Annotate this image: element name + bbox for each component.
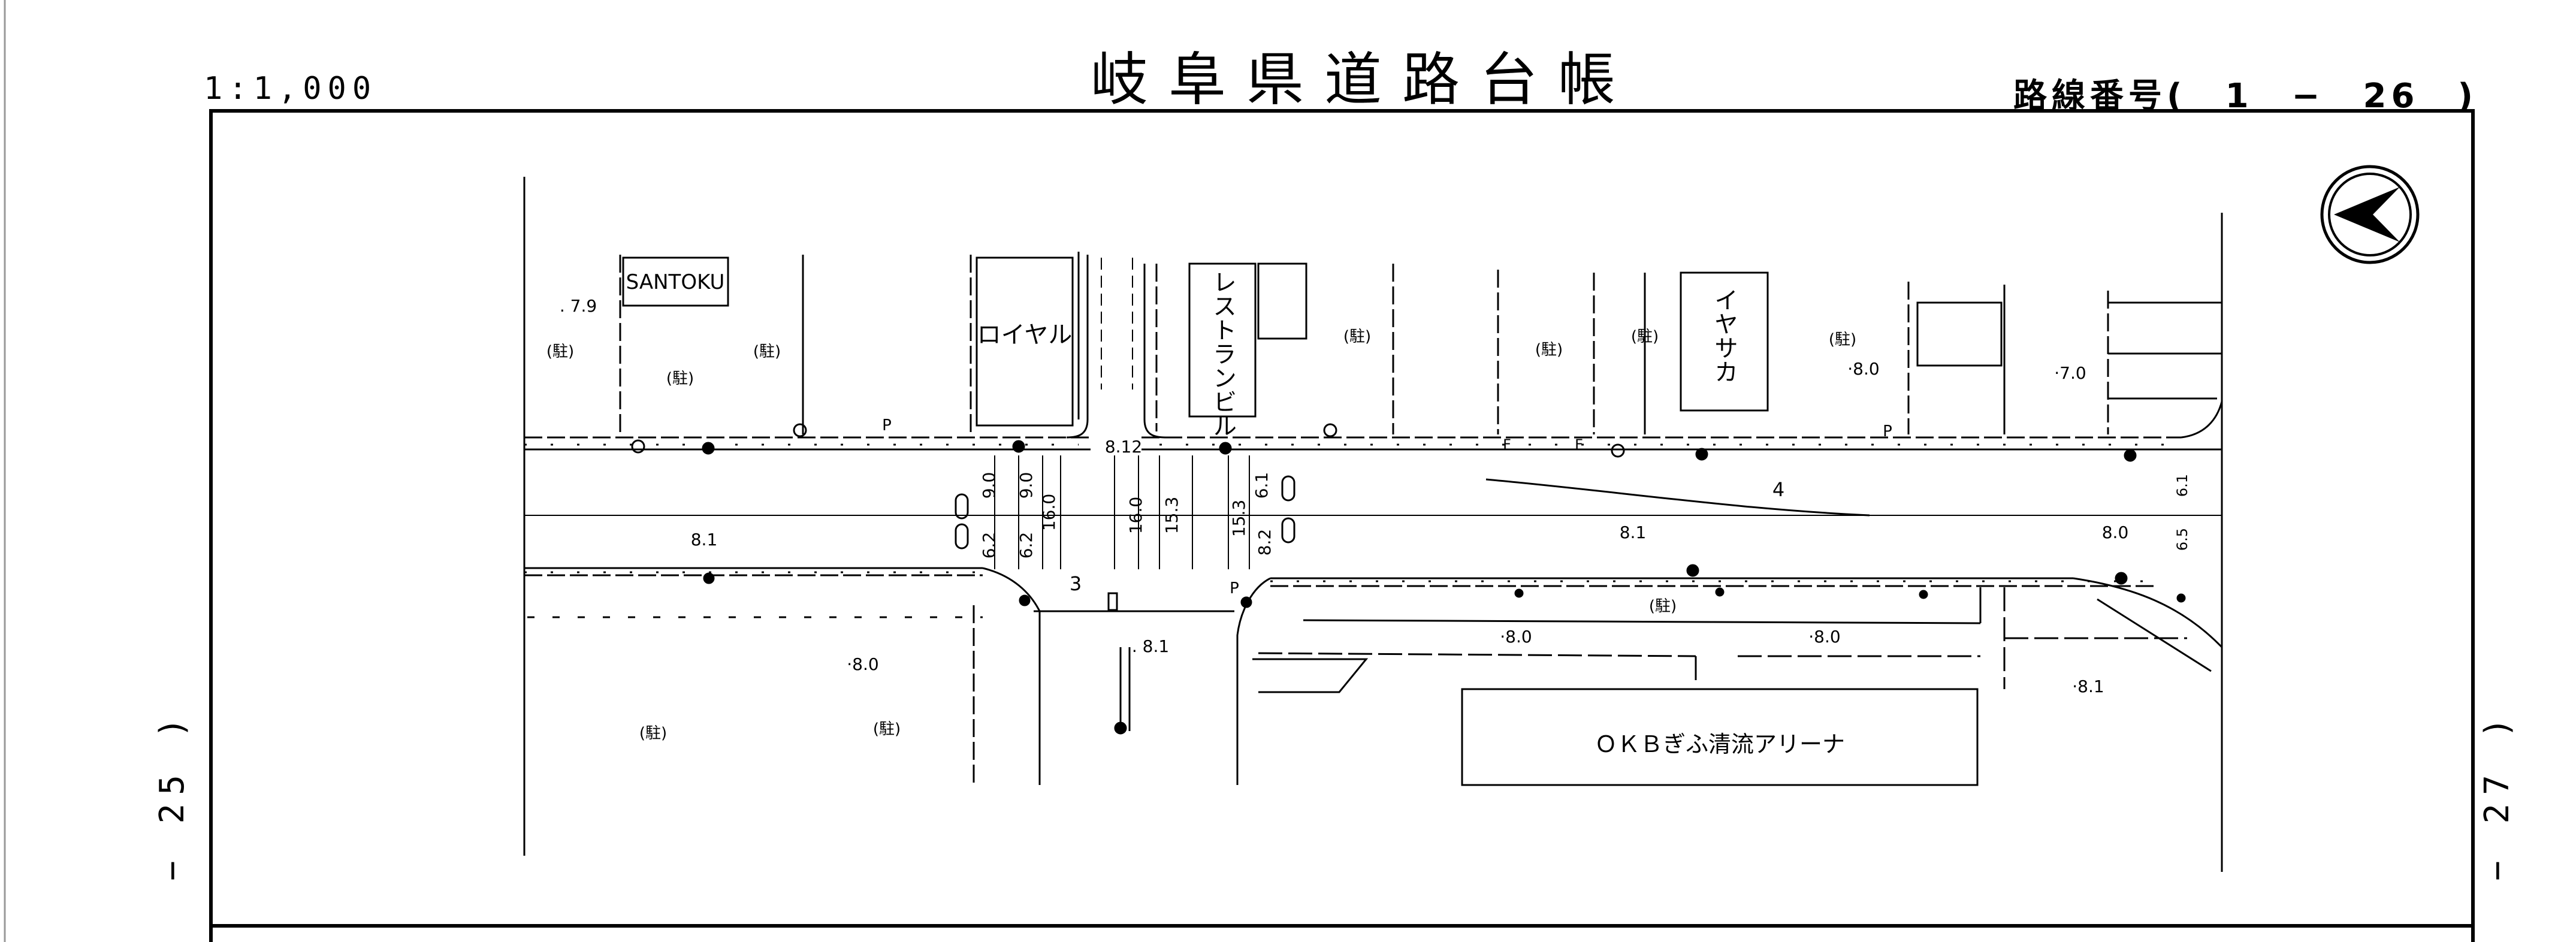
- label-arena: ＯＫＢぎふ清流アリーナ: [1594, 731, 1845, 757]
- label-iyasaka: イヤサカ: [1710, 288, 1738, 384]
- marker-label: P: [1883, 422, 1892, 440]
- elevation: 6.1: [2174, 474, 2191, 497]
- elevation: ·8.1: [2072, 677, 2104, 696]
- building-royal: [976, 256, 1074, 427]
- marker-label: 4: [1772, 478, 1784, 501]
- marker-label: P: [882, 416, 892, 434]
- elevation: 6.5: [2174, 528, 2191, 551]
- cross-road: [982, 255, 1271, 785]
- parking-label: (駐): [546, 343, 574, 361]
- elevation: 8.0: [2102, 523, 2129, 542]
- map-labels: SANTOKU ロイヤル イヤサカ レストランビル ＯＫＢぎふ清流アリーナ (駐…: [546, 270, 2191, 757]
- elevation: 8.1: [1620, 523, 1647, 542]
- road-width: 16.0: [1126, 497, 1146, 534]
- north-sidewalk: [524, 443, 2181, 582]
- sign-symbols: [631, 423, 1625, 611]
- marker-label: 3: [1070, 572, 1082, 595]
- map-scale: 1:1,000: [204, 71, 378, 107]
- building-restaurant: [1188, 262, 1257, 418]
- label-royal: ロイヤル: [977, 321, 1073, 349]
- parking-label: (駐): [1631, 328, 1659, 346]
- road-width: 6.2: [1016, 532, 1036, 559]
- parking-label: (駐): [873, 720, 901, 738]
- map-title: 岐阜県道路台帳: [1091, 46, 1636, 113]
- buildings: [622, 256, 2003, 786]
- parking-label: (駐): [666, 370, 694, 388]
- map-frame: [209, 109, 2475, 942]
- marker-label: F: [1575, 436, 1583, 453]
- elevation: ·8.0: [847, 654, 878, 674]
- elevation: 8.12: [1105, 437, 1142, 457]
- road-width: 6.2: [979, 532, 999, 559]
- marker-label: F: [1503, 436, 1511, 453]
- elevation: ·8.0: [1847, 359, 1879, 379]
- road-width: 15.3: [1162, 497, 1182, 534]
- parking-label: (駐): [639, 724, 667, 742]
- parking-label: (駐): [1649, 597, 1677, 615]
- parking-label: (駐): [1829, 331, 1856, 349]
- main-road: [524, 401, 2223, 648]
- elevation: ·7.0: [2054, 363, 2086, 383]
- marker-label: P: [1230, 579, 1239, 597]
- elevation: ·8.0: [1808, 627, 1840, 647]
- elevation: . 7.9: [560, 296, 597, 316]
- utility-symbols: [702, 440, 2186, 735]
- south-lot-lines: [527, 587, 2212, 785]
- road-width: 6.1: [1252, 472, 1272, 499]
- label-santoku: SANTOKU: [626, 270, 725, 294]
- elevation: . 8.1: [1132, 636, 1169, 656]
- building-arena: [1461, 688, 1979, 786]
- elevation: 8.1: [691, 530, 718, 550]
- road-width: 9.0: [1016, 472, 1036, 499]
- parking-label: (駐): [1343, 328, 1371, 346]
- north-arrow-icon: [2320, 165, 2420, 264]
- road-width: 8.2: [1255, 529, 1275, 556]
- elevation: ·8.0: [1500, 627, 1532, 647]
- north-lot-lines: [619, 252, 2222, 434]
- road-width: 15.3: [1229, 500, 1249, 537]
- label-restaurant: レストランビル: [1209, 270, 1236, 437]
- parking-label: (駐): [753, 343, 781, 361]
- building-santoku: [622, 256, 729, 307]
- road-width: 9.0: [979, 472, 999, 499]
- road-width: 16.0: [1039, 494, 1059, 531]
- building-iyasaka: [1680, 271, 1769, 412]
- parking-label: (駐): [1535, 341, 1563, 359]
